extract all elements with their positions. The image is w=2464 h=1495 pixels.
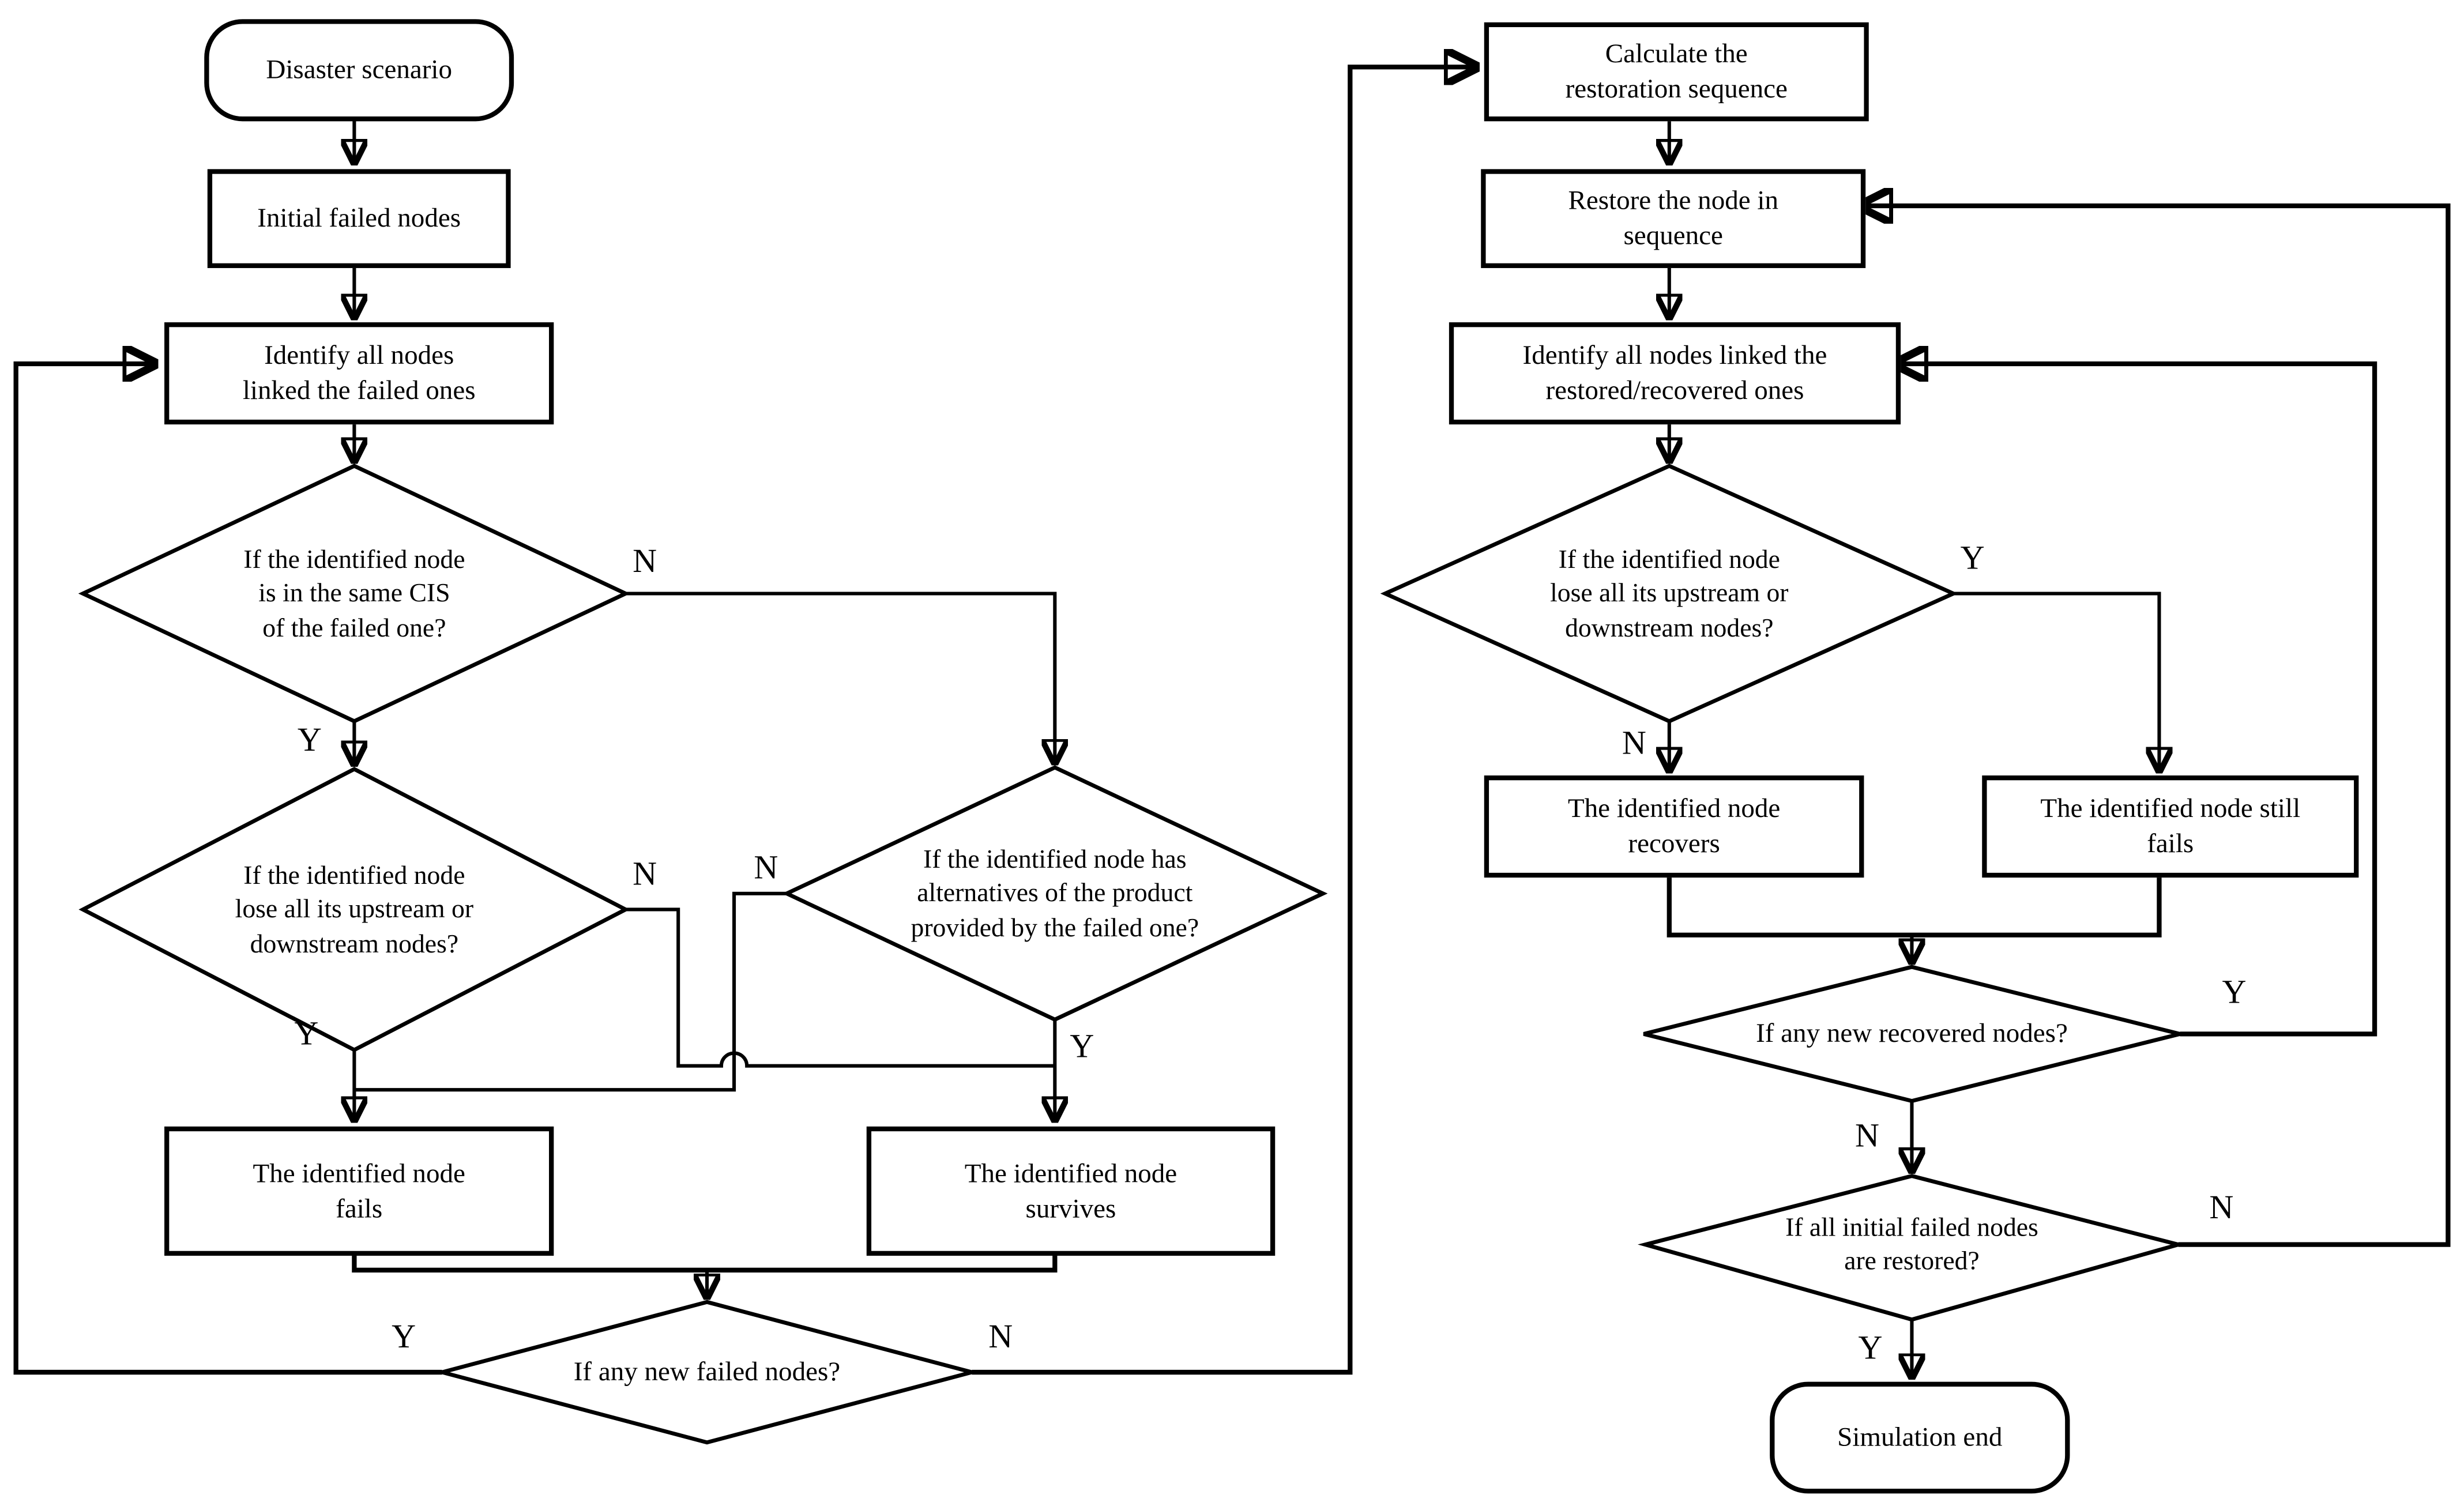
process-initial-failed-label: Initial failed nodes [257,202,461,234]
process-initial-failed-nodes: Initial failed nodes [207,169,511,268]
process-calculate-restoration: Calculate the restoration sequence [1484,22,1869,122]
decision-lose-updown-left-shape [78,767,630,1052]
edge-all-restored-no-loop [1861,206,2451,1247]
label-lose-left-yes: Y [294,1014,319,1053]
label-lose-right-yes: Y [1960,538,1985,577]
process-node-still-fails: The identified node still fails [1982,775,2359,878]
process-calculate-restoration-label: Calculate the restoration sequence [1565,39,1788,104]
terminator-disaster-scenario: Disaster scenario [204,19,514,122]
decision-same-cis-shape [78,464,630,724]
decision-new-failed-shape [434,1300,980,1445]
edge-new-failed-yes-loop [13,364,442,1375]
edge-new-failed-no-to-calc [972,67,1476,1375]
label-new-recovered-yes: Y [2222,972,2247,1011]
decision-alternatives-label: If the identified node has alternatives … [911,843,1199,943]
decision-same-cis-label: If the identified node is in the same CI… [243,544,465,643]
label-all-restored-yes: Y [1858,1328,1883,1367]
label-lose-left-no: N [633,854,657,893]
label-same-cis-yes: Y [297,720,322,759]
decision-lose-updown-right-shape [1380,464,1958,724]
decision-new-failed-label: If any new failed nodes? [573,1356,841,1387]
process-identify-failed-label: Identify all nodes linked the failed one… [242,340,476,405]
label-new-failed-yes: Y [392,1317,416,1355]
process-identify-restored-label: Identify all nodes linked the restored/r… [1522,340,1827,405]
process-node-survives: The identified node survives [866,1126,1276,1256]
terminator-disaster-label: Disaster scenario [266,54,453,85]
label-same-cis-no: N [633,541,657,580]
process-node-recovers: The identified node recovers [1484,775,1864,878]
process-identify-restored: Identify all nodes linked the restored/r… [1449,322,1901,425]
terminator-simulation-end-label: Simulation end [1837,1422,2003,1452]
edge-lose-right-yes-to-still-fails [1953,592,2159,771]
process-node-survives-label: The identified node survives [964,1158,1178,1223]
process-node-fails-label: The identified node fails [253,1158,465,1223]
decision-lose-updown-right-label: If the identified node lose all its upst… [1550,544,1789,643]
decision-new-recovered-label: If any new recovered nodes? [1756,1018,2068,1049]
process-identify-failed: Identify all nodes linked the failed one… [164,322,554,425]
process-restore-node-label: Restore the node in sequence [1568,185,1778,251]
label-alternatives-no: N [754,848,778,887]
edge-merge-fails-survives [352,1246,1058,1273]
label-new-failed-no: N [988,1317,1013,1355]
label-new-recovered-no: N [1854,1116,1879,1155]
decision-lose-updown-left-label: If the identified node lose all its upst… [235,860,474,959]
edge-lose-left-no-join [625,907,1055,1068]
edge-same-cis-no [625,592,1055,763]
decision-all-restored-shape [1637,1174,2186,1322]
edge-new-recovered-yes-loop [1896,364,2378,1037]
process-node-fails: The identified node fails [164,1126,554,1256]
label-lose-right-no: N [1622,724,1646,762]
terminator-simulation-end: Simulation end [1770,1381,2070,1494]
label-all-restored-no: N [2209,1188,2234,1226]
decision-all-restored-label: If all initial failed nodes are restored… [1785,1212,2038,1276]
edge-alternatives-no-join [354,891,787,1092]
edge-merge-recovers-still-fails [1667,868,2162,937]
process-node-recovers-label: The identified node recovers [1567,793,1781,858]
process-restore-node: Restore the node in sequence [1481,169,1866,268]
process-node-still-fails-label: The identified node still fails [2040,793,2301,858]
label-alternatives-yes: Y [1070,1026,1094,1065]
